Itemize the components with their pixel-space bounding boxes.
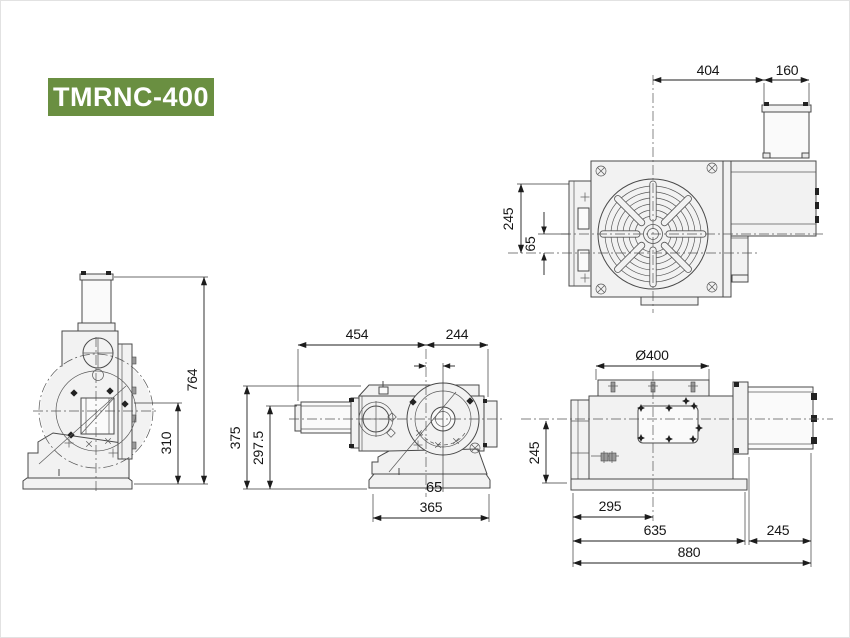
- dim-764: 764: [184, 368, 200, 391]
- dim-245-plan-left: 245: [526, 441, 542, 464]
- dim-310: 310: [158, 431, 174, 454]
- dim-245-front: 245: [500, 207, 516, 230]
- side-dimensions: 454 244 65 375 297.5 365: [227, 326, 490, 522]
- left-side-view: 764 310: [22, 271, 208, 493]
- right-side-view: 454 244 65 375 297.5 365: [227, 326, 504, 522]
- dim-65-side: 65: [426, 479, 442, 496]
- plan-view: Ø400 245 295 635 245 880: [521, 347, 833, 567]
- front-motor: [761, 102, 812, 159]
- dim-635: 635: [644, 522, 667, 538]
- dim-297-5: 297.5: [250, 431, 266, 465]
- model-badge: TMRNC-400: [48, 78, 214, 116]
- dim-160: 160: [776, 62, 799, 78]
- dim-245-plan-right: 245: [767, 522, 790, 538]
- dim-375: 375: [227, 426, 243, 449]
- dim-454: 454: [346, 326, 369, 342]
- dim-295: 295: [599, 498, 622, 514]
- dim-diameter-400: Ø400: [635, 347, 669, 363]
- plan-motor: [732, 381, 817, 455]
- front-left-bracket: [568, 180, 592, 287]
- front-dimensions: 404 160 245 65: [500, 62, 810, 275]
- dim-244: 244: [446, 326, 469, 342]
- front-gear-housing: [730, 160, 817, 237]
- plan-dimensions: Ø400 245 295 635 245 880: [526, 347, 812, 567]
- side-motor: [294, 397, 360, 449]
- dim-365: 365: [420, 499, 443, 515]
- front-view: 404 160 245 65: [500, 62, 826, 313]
- left-motor: [77, 271, 116, 332]
- dim-880: 880: [678, 544, 701, 560]
- dim-404: 404: [697, 62, 720, 78]
- dim-65-front: 65: [522, 236, 538, 252]
- left-dimensions: 764 310: [114, 276, 208, 485]
